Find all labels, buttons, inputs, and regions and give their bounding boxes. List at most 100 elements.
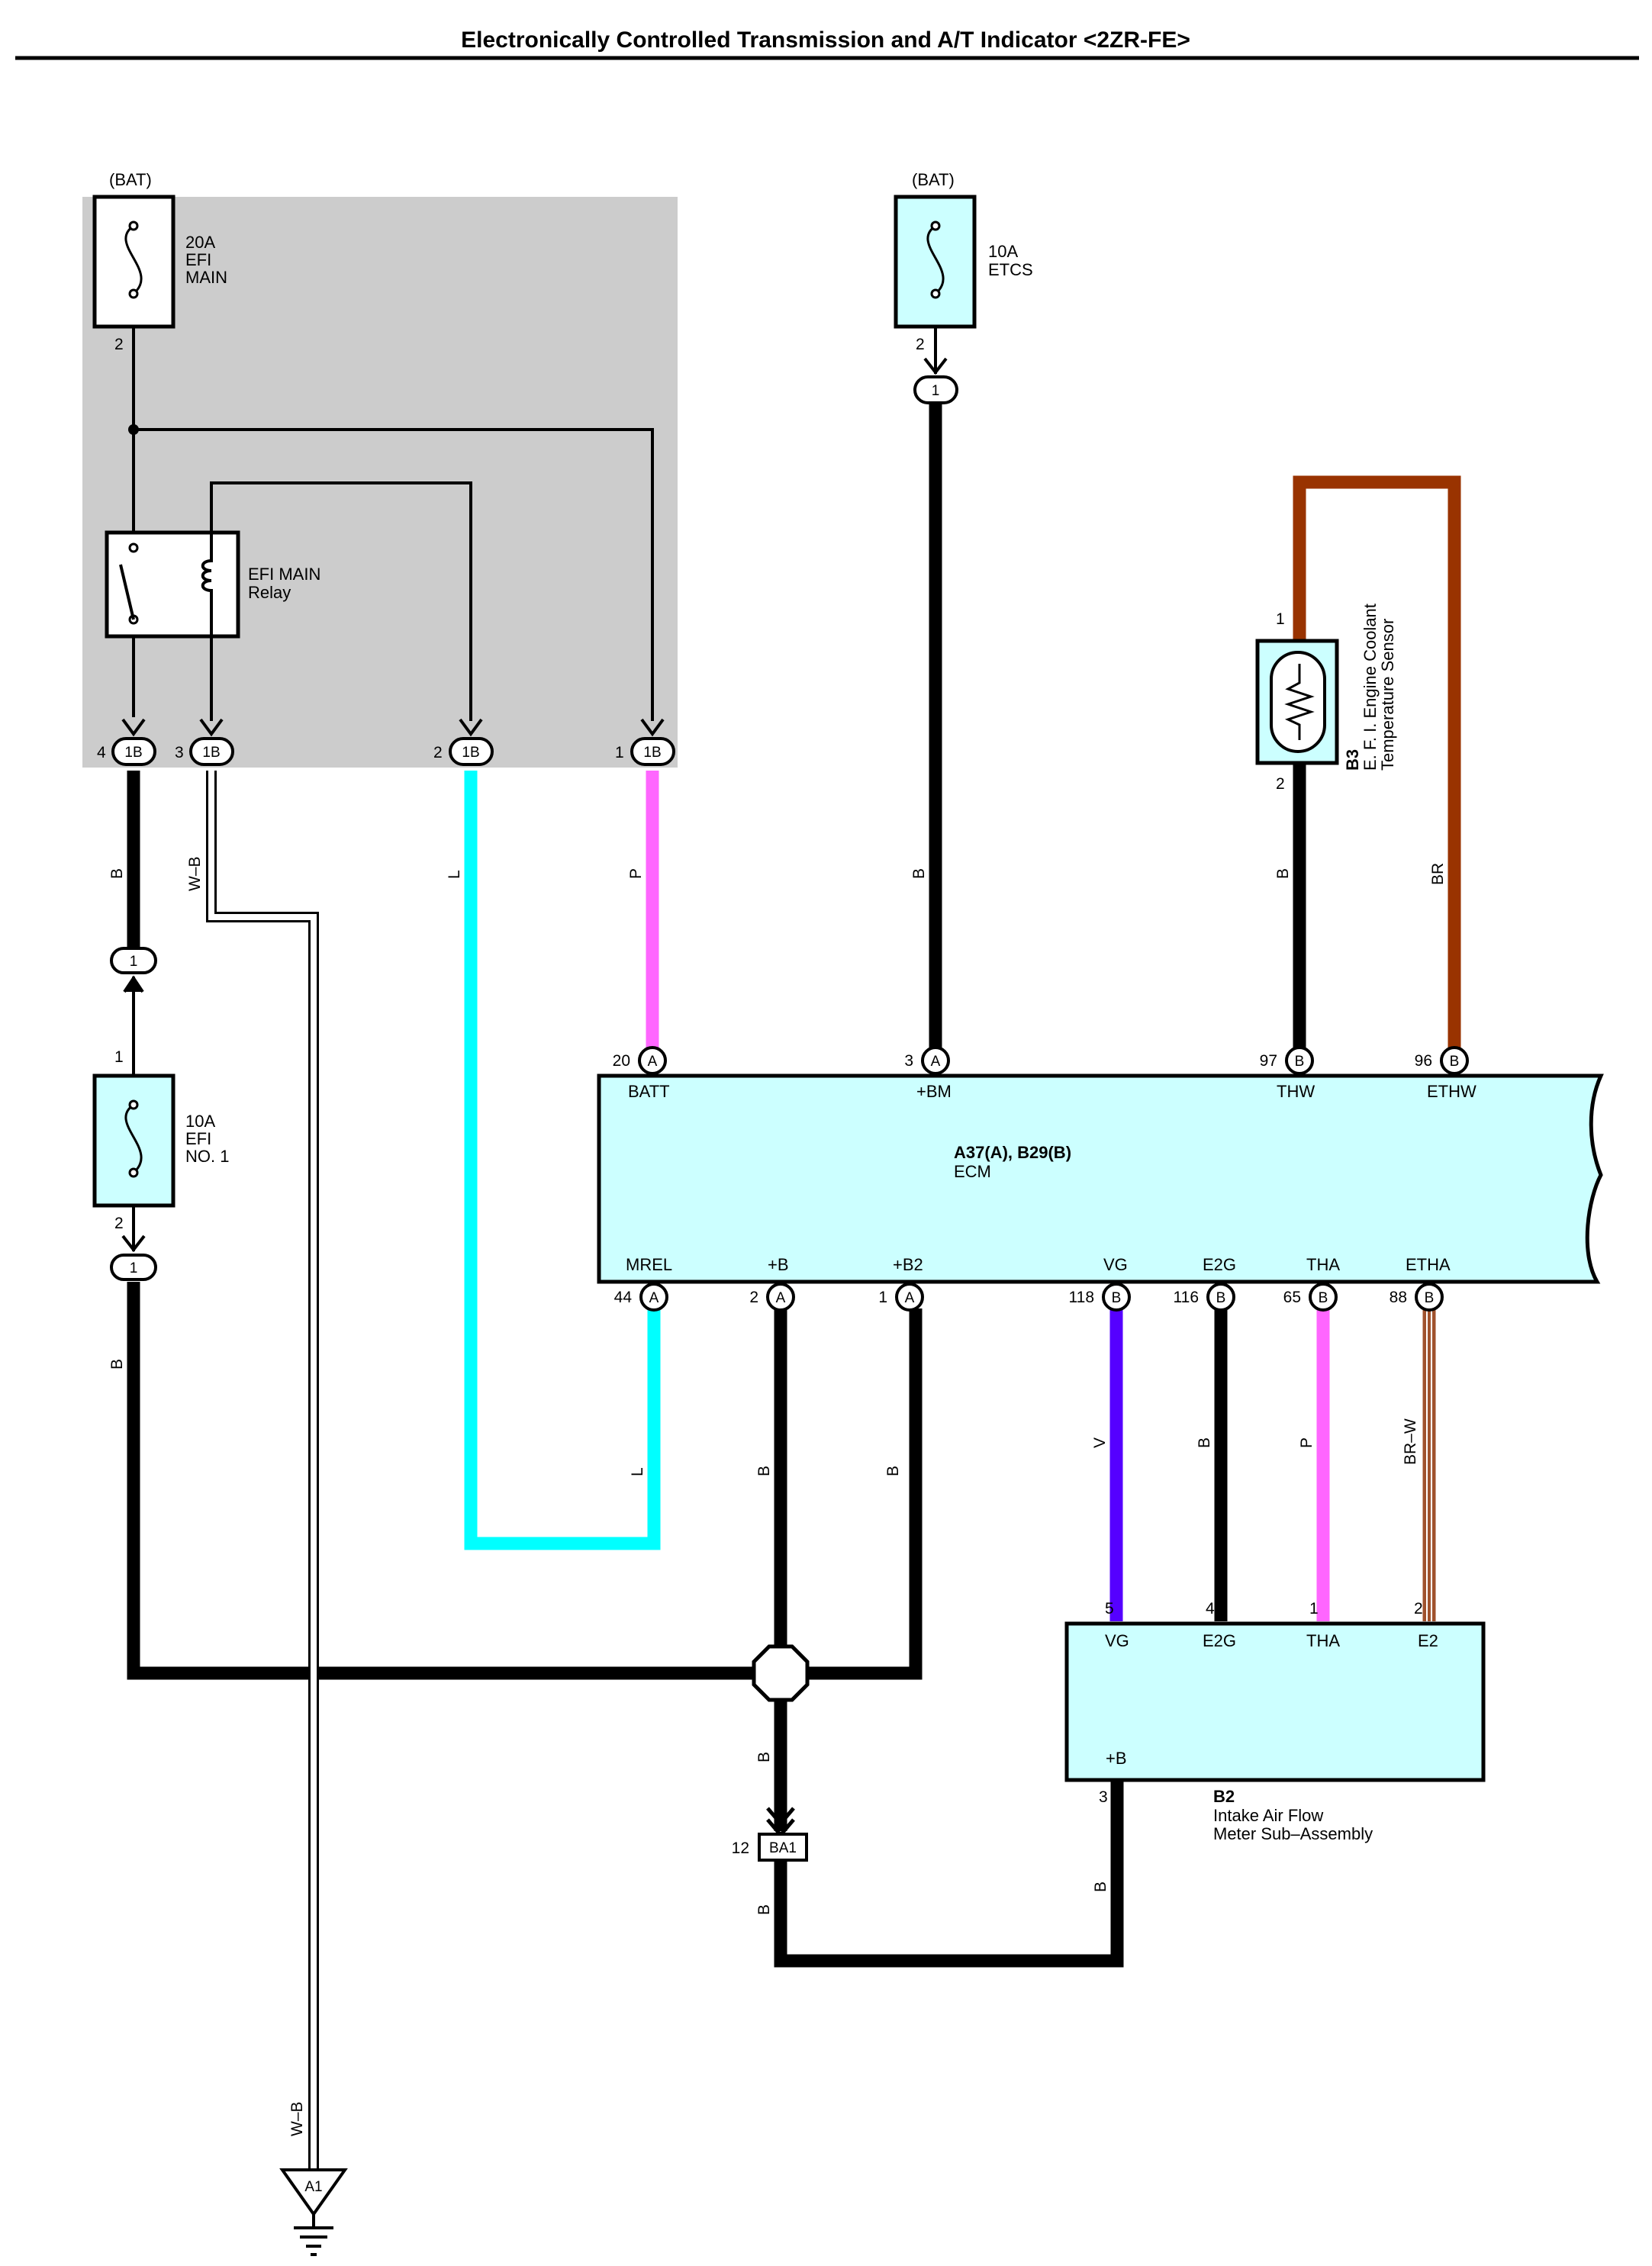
pin-number: 1 <box>1309 1600 1319 1617</box>
wire-etha-brw <box>1422 1308 1436 1621</box>
terminal-conn: B <box>1295 1054 1305 1070</box>
fuse-efi-no1 <box>92 1073 176 1208</box>
terminal-conn: B <box>1216 1290 1226 1306</box>
wire-color-code: L <box>446 870 463 879</box>
wire-color-code: P <box>627 868 645 879</box>
ecm-name: ECM <box>954 1162 991 1181</box>
ground-point <box>279 2168 348 2217</box>
ecm-terminal-mrel <box>639 1283 668 1312</box>
pin-number: 2 <box>114 336 124 353</box>
pin-number: 5 <box>1105 1600 1114 1617</box>
wire-color-code: L <box>629 1467 646 1476</box>
relay-label: EFI MAIN <box>248 565 320 584</box>
ecm-terminal-plus-b2 <box>895 1283 924 1312</box>
battery-label: (BAT) <box>109 170 152 189</box>
ecm-terminal-thw <box>1285 1046 1314 1075</box>
connector-label: 1B <box>124 745 142 761</box>
connector-arrow <box>923 357 948 375</box>
intake-air-flow-meter <box>1064 1621 1486 1782</box>
wire-ethw-br <box>1293 475 1461 1049</box>
wire-color-code: B <box>755 1752 773 1762</box>
page-title: Electronically Controlled Transmission a… <box>461 27 1190 53</box>
pin-number: 1 <box>114 1048 124 1066</box>
terminal-conn: B <box>1112 1290 1122 1306</box>
relay-connector-2 <box>449 718 494 766</box>
ground-label: A1 <box>304 2179 322 2195</box>
maf-name: Intake Air Flow <box>1213 1806 1323 1825</box>
wire-efi-no1-out-b <box>127 1282 923 1680</box>
wire-ba1-maf-b <box>774 1782 1124 1968</box>
wire-color-code: B <box>884 1466 902 1476</box>
connector-label: 1 <box>932 383 940 399</box>
wire-color-code: W–B <box>186 856 204 891</box>
inline-connector <box>110 947 157 974</box>
fuse-label: 10A <box>185 1112 215 1131</box>
pin-number: 116 <box>1174 1289 1199 1306</box>
terminal-name: +BM <box>916 1082 952 1101</box>
terminal-name: THA <box>1306 1255 1340 1274</box>
pin-number: 1 <box>878 1289 887 1306</box>
connector-arrow <box>123 975 144 993</box>
coolant-temperature-sensor <box>1255 639 1339 765</box>
wire-color-code: B <box>108 1359 126 1370</box>
battery-label: (BAT) <box>912 170 955 189</box>
terminal-name: ETHW <box>1427 1082 1476 1101</box>
maf-code: B2 <box>1213 1787 1235 1806</box>
relay-connector-3 <box>189 718 234 766</box>
terminal-name: +B <box>1106 1749 1127 1768</box>
wire-color-code: B <box>108 868 126 879</box>
terminal-name: E2G <box>1203 1631 1236 1650</box>
terminal-name: ETHA <box>1406 1255 1451 1274</box>
terminal-name: VG <box>1103 1255 1128 1274</box>
ecm-terminal-ethw <box>1440 1046 1469 1075</box>
pin-number: 3 <box>175 744 184 761</box>
wire-junction-dot <box>128 424 139 435</box>
pin-number: 2 <box>916 336 925 353</box>
terminal-conn: A <box>776 1290 786 1306</box>
pin-number: 88 <box>1390 1289 1407 1306</box>
wire-color-code: B <box>1092 1881 1109 1892</box>
pin-number: 2 <box>1276 775 1285 793</box>
pin-number: 20 <box>613 1052 630 1070</box>
pin-number: 44 <box>614 1289 633 1306</box>
ecm-terminal-plus-b <box>766 1283 795 1312</box>
fuse-label: EFI <box>185 1129 211 1148</box>
wire-color-code: P <box>1298 1437 1315 1448</box>
pin-number: 65 <box>1283 1289 1301 1306</box>
sensor-name: E. F. I. Engine Coolant <box>1361 604 1380 771</box>
fuse-label: ETCS <box>988 260 1033 279</box>
terminal-conn: A <box>648 1054 658 1070</box>
junction-connector-ba1 <box>758 1833 808 1862</box>
pin-number: 1 <box>1276 610 1285 628</box>
fuse-label: 10A <box>988 242 1018 261</box>
terminal-conn: A <box>649 1290 659 1306</box>
fuse-label: EFI <box>185 250 211 269</box>
ground-icon <box>294 2214 333 2256</box>
fuse-label: MAIN <box>185 268 227 287</box>
pin-number: 12 <box>732 1840 749 1857</box>
fuse-label: NO. 1 <box>185 1147 229 1166</box>
wire-color-code: B <box>1274 868 1292 879</box>
terminal-conn: B <box>1319 1290 1328 1306</box>
fuse-label: 20A <box>185 233 215 252</box>
pin-number: 2 <box>433 744 443 761</box>
pin-number: 97 <box>1260 1052 1277 1070</box>
terminal-name: VG <box>1105 1631 1129 1650</box>
connector-label: 1 <box>130 954 138 970</box>
terminal-conn: B <box>1425 1290 1435 1306</box>
sensor-name: Temperature Sensor <box>1378 619 1397 771</box>
wire-color-code: V <box>1091 1437 1109 1448</box>
ecm-terminal-e2g <box>1206 1283 1235 1312</box>
pin-number: 2 <box>114 1215 124 1232</box>
ecm-terminal-etha <box>1415 1283 1444 1312</box>
relay-connector-1 <box>630 718 675 766</box>
pin-number: 1 <box>615 744 624 761</box>
efi-main-relay <box>105 530 240 639</box>
wire-color-code: W–B <box>288 2101 306 2136</box>
fuse-efi-main <box>92 195 176 329</box>
terminal-conn: A <box>931 1054 941 1070</box>
connector-label: 1B <box>462 745 479 761</box>
wire-color-code: B <box>1196 1437 1213 1448</box>
terminal-name: +B2 <box>893 1255 923 1274</box>
